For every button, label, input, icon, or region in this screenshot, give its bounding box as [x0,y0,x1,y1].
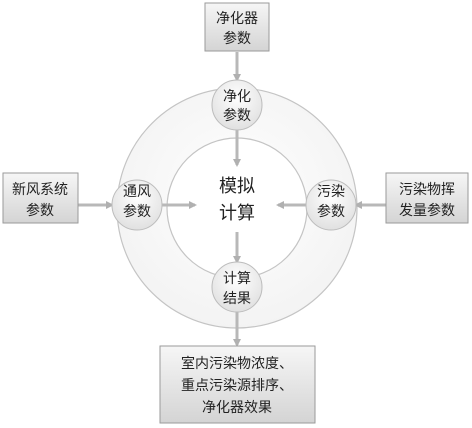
pollution-node-line2: 参数 [317,203,345,220]
pollution-node-line1: 污染 [317,184,345,200]
simulation-center: 模拟 计算 [219,176,255,224]
ventilation-node: 通风 参数 [111,179,163,231]
pollutant-emission-line1: 污染物挥 [399,182,455,198]
simulation-line2: 计算 [219,203,255,224]
purifier-params-line1: 净化器 [216,11,258,27]
simulation-line1: 模拟 [219,176,255,197]
purifier-node-line1: 净化 [223,89,251,105]
pollutant-emission-line2: 发量参数 [399,202,455,219]
pollution-node: 污染 参数 [305,179,357,231]
fresh-air-params-line2: 参数 [26,202,54,219]
purifier-node-line2: 参数 [223,107,251,124]
ventilation-node-line1: 通风 [123,184,151,200]
purifier-node: 净化 参数 [211,79,263,131]
ventilation-node-line2: 参数 [123,203,151,220]
fresh-air-params-line1: 新风系统 [12,182,68,198]
pollutant-emission-box: 污染物挥 发量参数 [385,172,469,224]
result-node-line1: 计算 [223,271,251,287]
fresh-air-params-box: 新风系统 参数 [2,172,79,224]
output-line2: 重点污染源排序、 [181,378,293,394]
output-box: 室内污染物浓度、 重点污染源排序、 净化器效果 [159,345,316,424]
output-line1: 室内污染物浓度、 [181,355,293,372]
result-node-line2: 结果 [223,291,251,307]
purifier-params-line2: 参数 [223,30,251,47]
output-line3: 净化器效果 [202,400,272,416]
result-node: 计算 结果 [211,261,263,313]
purifier-params-box: 净化器 参数 [204,2,270,52]
